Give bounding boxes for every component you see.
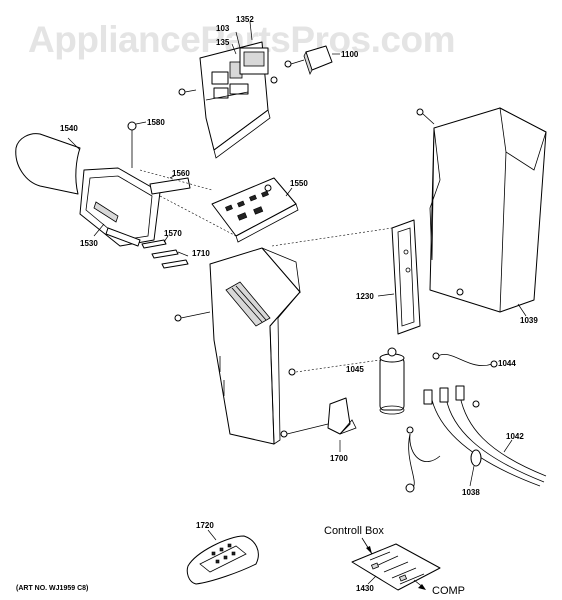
arrow-control-box (361, 537, 373, 555)
wire-1044 (432, 352, 498, 368)
label-1710: 1710 (192, 249, 210, 258)
art-number: (ART NO. WJ1959 C8) (16, 585, 88, 592)
power-cord-1042 (423, 385, 547, 487)
label-1100: 1100 (341, 50, 359, 59)
control-box-callout: Controll Box (324, 525, 384, 537)
label-1580: 1580 (147, 118, 165, 127)
label-1045: 1045 (346, 365, 364, 374)
board-1550 (211, 177, 299, 243)
comp-callout: COMP (432, 585, 465, 597)
label-1720: 1720 (196, 521, 214, 530)
label-1570: 1570 (164, 229, 182, 238)
label-1038: 1038 (462, 488, 480, 497)
label-1430: 1430 (356, 584, 374, 593)
label-1530: 1530 (80, 239, 98, 248)
label-1044: 1044 (498, 359, 516, 368)
label-1700: 1700 (330, 454, 348, 463)
bracket-1700 (280, 368, 357, 438)
arrow-comp (413, 579, 426, 590)
label-135: 135 (216, 38, 230, 47)
label-1230: 1230 (356, 292, 374, 301)
wiring-label-1430 (351, 543, 441, 591)
control-board-assembly (178, 41, 278, 159)
screw-1580 (127, 121, 147, 168)
control-box-housing (174, 247, 301, 445)
label-1560: 1560 (172, 169, 190, 178)
chassis-1039 (416, 107, 547, 313)
relay-1100 (284, 45, 333, 76)
ground-wire (405, 426, 441, 493)
buttons-1570 (141, 239, 189, 269)
label-103: 103 (216, 24, 230, 33)
remote-control-1720 (186, 535, 259, 585)
lens-1560 (149, 177, 191, 195)
bracket-1230 (391, 219, 421, 335)
label-1550: 1550 (290, 179, 308, 188)
label-1352: 1352 (236, 15, 254, 24)
bezel-1540 (15, 133, 81, 195)
label-1039: 1039 (520, 316, 538, 325)
label-1540: 1540 (60, 124, 78, 133)
capacitor-1045 (379, 347, 405, 415)
display-panel-1530 (79, 167, 161, 247)
label-1042: 1042 (506, 432, 524, 441)
